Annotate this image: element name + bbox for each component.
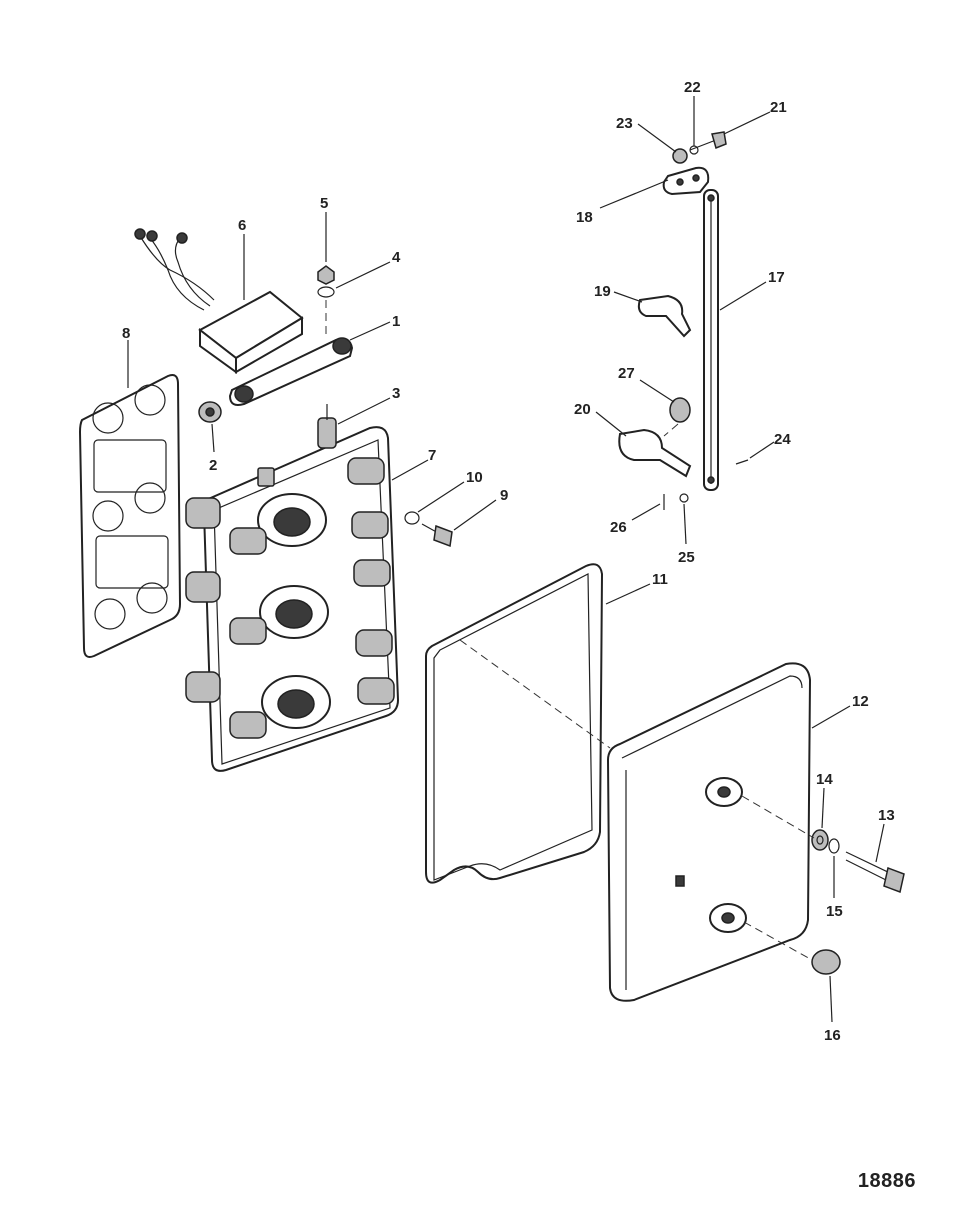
callout-26: 26 [610, 519, 627, 536]
part-27-roller [669, 397, 691, 423]
callout-23: 23 [616, 115, 633, 132]
callout-16: 16 [824, 1027, 841, 1044]
figure-number: 18886 [857, 1170, 916, 1192]
callout-labels: 1 2 3 4 5 6 7 8 9 10 11 12 13 14 15 16 1… [122, 79, 895, 1044]
callout-1: 1 [392, 313, 400, 330]
callout-21: 21 [770, 99, 787, 116]
callout-9: 9 [500, 487, 508, 504]
part-19-lever [637, 294, 692, 338]
part-23-washer [672, 148, 688, 164]
callout-14: 14 [816, 771, 833, 788]
callout-19: 19 [594, 283, 611, 300]
callout-2: 2 [209, 457, 217, 474]
part-21-screw [689, 131, 727, 151]
part-24-screw [735, 459, 749, 465]
part-11-cover-gasket [425, 563, 604, 884]
callout-17: 17 [768, 269, 785, 286]
part-8-gasket [78, 374, 182, 658]
callout-18: 18 [576, 209, 593, 226]
callout-leaders [127, 96, 885, 1023]
part-25-clip [679, 493, 689, 503]
part-10-washer [404, 511, 420, 525]
callout-3: 3 [392, 385, 400, 402]
callout-4: 4 [392, 249, 401, 266]
part-17-link-rod [703, 189, 719, 491]
part-1-bracket [228, 337, 354, 406]
assembly-dash-lines [325, 300, 815, 961]
part-15-lockwasher [828, 838, 840, 854]
callout-8: 8 [122, 325, 130, 342]
part-12-cover [606, 662, 812, 1002]
part-5-nut [317, 265, 335, 285]
part-18-lever [662, 166, 710, 196]
callout-7: 7 [428, 447, 436, 464]
part-16-plug [811, 949, 841, 975]
callout-5: 5 [320, 195, 328, 212]
callout-11: 11 [652, 571, 668, 588]
part-20-lever [618, 428, 692, 478]
callout-27: 27 [618, 365, 635, 382]
callout-25: 25 [678, 549, 695, 566]
part-13-bolt [845, 851, 905, 894]
callout-24: 24 [774, 431, 791, 448]
callout-10: 10 [466, 469, 483, 486]
callout-13: 13 [878, 807, 895, 824]
callout-15: 15 [826, 903, 843, 920]
part-3-plate-assembly [185, 404, 400, 772]
part-4-washer [317, 286, 335, 298]
part-14-washer [811, 829, 829, 851]
callout-22: 22 [684, 79, 701, 96]
part-2-bushing [198, 401, 222, 423]
callout-6: 6 [238, 217, 246, 234]
part-9-screw [421, 523, 453, 548]
callout-12: 12 [852, 693, 869, 710]
callout-20: 20 [574, 401, 591, 418]
part-6-module [134, 228, 304, 374]
